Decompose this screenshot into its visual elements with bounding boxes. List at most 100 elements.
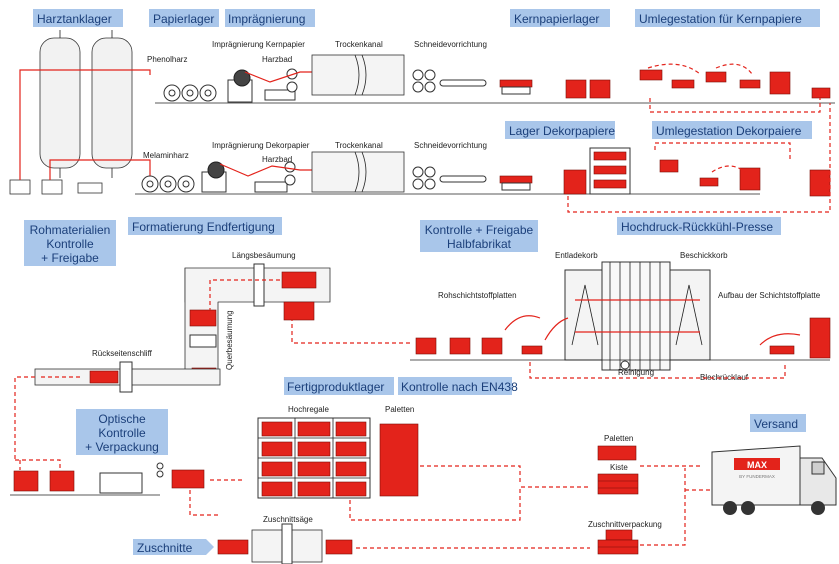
svg-text:Versand: Versand [754, 417, 798, 431]
high-rack-storage [257, 417, 419, 499]
svg-text:Formatierung Endfertigung: Formatierung Endfertigung [132, 220, 275, 234]
formatting-line [184, 263, 331, 383]
label-trockenkanal-2: Trockenkanal [335, 141, 383, 150]
svg-text:Imprägnierung: Imprägnierung [228, 12, 305, 26]
label-schneide-1: Schneidevorrichtung [414, 40, 487, 49]
dash-dekor-loop-top [654, 142, 791, 160]
svg-text:Fertigproduktlager: Fertigproduktlager [287, 380, 384, 394]
label-trockenkanal-1: Trockenkanal [335, 40, 383, 49]
raw-laminate-stacks [410, 317, 831, 361]
phenol-pipe [19, 69, 151, 180]
cutting-saw [217, 523, 353, 564]
label-entladekorb: Entladekorb [555, 251, 598, 260]
arrow-rohschicht-2 [544, 317, 569, 341]
delivery-truck: MAX BY FUNDERMAX [711, 445, 837, 515]
label-aufbau: Aufbau der Schichtstoffplatte [718, 291, 821, 300]
drying-channel-upper [311, 54, 405, 96]
label-querbesaeumung: Querbesäumung [225, 310, 234, 370]
dash-lager-right [420, 465, 521, 485]
header-impraegnierung: Imprägnierung [225, 9, 315, 27]
dash-lager-bottom [349, 486, 590, 521]
drying-channel-lower [311, 151, 405, 193]
label-kiste: Kiste [610, 463, 628, 472]
svg-text:Kontrolle nach EN438: Kontrolle nach EN438 [401, 380, 518, 394]
svg-text:Harztanklager: Harztanklager [37, 12, 112, 26]
dash-to-zuschnitte [189, 490, 220, 516]
svg-text:Papierlager: Papierlager [153, 12, 214, 26]
label-harzbad-2: Harzbad [262, 155, 292, 164]
label-zuschnittverpackung: Zuschnittverpackung [588, 520, 662, 529]
label-phenolharz: Phenolharz [147, 55, 187, 64]
melamin-pipe [49, 159, 151, 190]
arrow-dekor-umlege [711, 165, 746, 173]
label-zuschnittsaege: Zuschnittsäge [263, 515, 313, 524]
dekor-stacks [499, 147, 831, 197]
label-paletten-2: Paletten [604, 434, 633, 443]
label-impr-kern: Imprägnierung Kernpapier [212, 40, 305, 49]
dash-schliff-down [14, 376, 35, 460]
svg-text:Umlegestation Dekorpaiere: Umlegestation Dekorpaiere [656, 124, 802, 138]
label-reinigung: Reinigung [618, 368, 654, 377]
label-laengsbesaeumung: Längsbesäumung [232, 251, 296, 260]
label-melaminharz: Melaminharz [143, 151, 189, 160]
svg-text:Kontrolle + Freigabe: Kontrolle + Freigabe [425, 223, 534, 237]
svg-text:Hochdruck-Rückkühl-Presse: Hochdruck-Rückkühl-Presse [621, 220, 773, 234]
label-rueckseitenschliff: Rückseitenschliff [92, 349, 153, 358]
svg-text:Kontrolle: Kontrolle [98, 426, 146, 440]
arrow-umlege-2 [715, 63, 753, 75]
header-kernpapierlager: Kernpapierlager [510, 9, 610, 27]
dash-to-optische [15, 459, 61, 470]
cutter-upper [412, 69, 487, 93]
header-formatierung: Formatierung Endfertigung [128, 217, 282, 235]
header-fertigproduktlager: Fertigproduktlager [284, 377, 394, 395]
svg-text:+ Freigabe: + Freigabe [41, 251, 99, 265]
svg-text:Optische: Optische [98, 412, 146, 426]
label-paletten: Paletten [385, 405, 414, 414]
svg-text:+ Verpackung: + Verpackung [85, 440, 159, 454]
label-hochregale: Hochregale [288, 405, 329, 414]
arrow-aufbau [759, 333, 801, 346]
header-versand: Versand [750, 414, 806, 432]
label-rohschicht: Rohschichtstoffplatten [438, 291, 517, 300]
svg-text:Zuschnitte: Zuschnitte [137, 541, 193, 555]
cutter-lower [412, 166, 487, 190]
header-kontrolle-freigabe: Kontrolle + Freigabe Halbfabrikat [420, 220, 538, 252]
header-lager-dekor: Lager Dekorpapiere [505, 121, 615, 139]
header-umlegestation-kern: Umlegestation für Kernpapiere [635, 9, 820, 27]
arrow-to-versand-2 [640, 468, 686, 546]
dash-blechruecklauf [529, 362, 786, 379]
header-kontrolle-en438: Kontrolle nach EN438 [398, 377, 518, 395]
header-optische-kontrolle: Optische Kontrolle + Verpackung [76, 409, 168, 455]
optical-inspection-line [10, 462, 205, 496]
svg-text:Halbfabrikat: Halbfabrikat [447, 237, 512, 251]
paper-rolls-lower [141, 161, 296, 193]
svg-text:Kontrolle: Kontrolle [46, 237, 94, 251]
label-beschickkorb: Beschickkorb [680, 251, 728, 260]
header-harztanklager: Harztanklager [33, 9, 123, 27]
arrow-format-1 [209, 279, 280, 310]
svg-text:Kernpapierlager: Kernpapierlager [514, 12, 599, 26]
arrow-rohschicht-1 [504, 315, 541, 331]
arrow-umlege-1 [647, 63, 701, 75]
paper-web-upper [244, 71, 312, 83]
dash-kern-loop [649, 98, 821, 113]
paper-web-lower [219, 163, 312, 177]
resin-tanks [9, 30, 133, 195]
paper-rolls-upper [163, 68, 298, 103]
header-zuschnitte: Zuschnitte [133, 539, 214, 555]
cut-packaging [597, 529, 639, 555]
header-papierlager: Papierlager [149, 9, 219, 27]
svg-text:Rohmaterialien: Rohmaterialien [30, 223, 111, 237]
truck-logo: MAX [747, 460, 767, 470]
svg-text:Lager Dekorpapiere: Lager Dekorpapiere [509, 124, 615, 138]
header-presse: Hochdruck-Rückkühl-Presse [617, 217, 781, 235]
dash-presse-to-format [291, 320, 410, 344]
svg-text:Umlegestation für Kernpapiere: Umlegestation für Kernpapiere [639, 12, 802, 26]
crate [597, 473, 639, 495]
kernpapier-stacks [499, 69, 831, 99]
dash-dekor-to-presse [567, 103, 831, 213]
label-schneide-2: Schneidevorrichtung [414, 141, 487, 150]
label-impr-dekor: Imprägnierung Dekorpapier [212, 141, 310, 150]
hot-press [564, 261, 711, 371]
